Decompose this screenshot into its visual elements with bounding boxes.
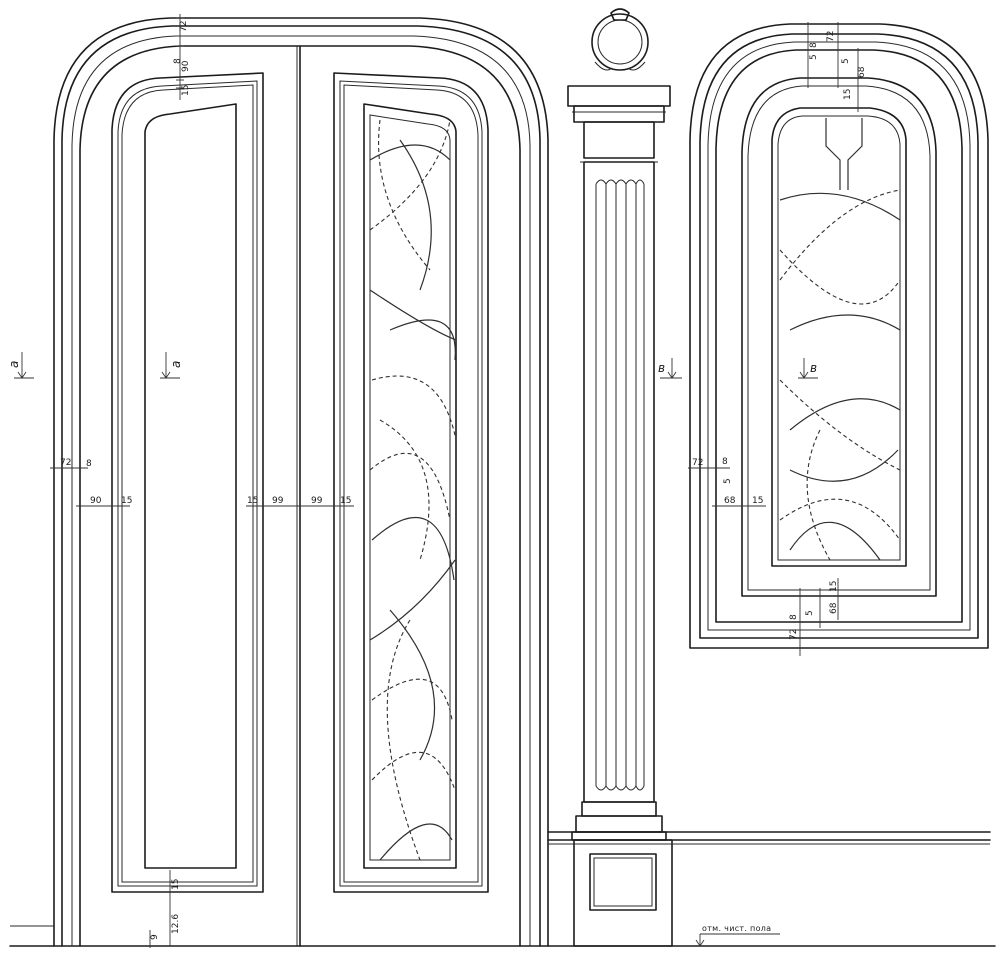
dado-rail [547, 831, 991, 845]
dim-win-side-5: 5 [723, 478, 733, 484]
section-mark-b-left: в [658, 358, 682, 379]
dim-win-top-8: 8 [809, 42, 819, 48]
section-marks: а а в в [7, 352, 818, 379]
floor-level-label: отм. чист. пола [702, 924, 771, 933]
dimension-labels: 72 8 90 15 72 8 90 15 15 99 99 15 15 12.… [60, 21, 867, 940]
dim-door-side-72: 72 [60, 458, 71, 468]
dim-win-top-5b: 5 [841, 58, 851, 64]
dim-win-bottom-68: 68 [829, 602, 839, 614]
dim-door-top-90: 90 [181, 60, 191, 72]
window-unit [689, 23, 989, 649]
dim-win-bottom-15: 15 [829, 581, 839, 592]
dim-door-mid-99-left: 99 [272, 496, 284, 506]
dim-win-top-72: 72 [826, 31, 836, 42]
dim-door-bottom-15: 15 [171, 879, 181, 890]
dim-door-side-90: 90 [90, 496, 102, 506]
door-portal [9, 17, 996, 947]
door-stained-glass [369, 119, 457, 861]
dim-win-bottom-72: 72 [789, 629, 799, 640]
svg-text:а: а [7, 361, 21, 368]
dim-win-bottom-8: 8 [789, 614, 799, 620]
section-mark-a-left: а [7, 352, 34, 379]
dim-win-bottom-5: 5 [805, 610, 815, 616]
floor-level-mark: отм. чист. пола [695, 924, 780, 947]
dim-door-mid-15-left: 15 [247, 496, 258, 506]
section-mark-b-center: в [798, 358, 818, 379]
dim-win-top-68: 68 [857, 66, 867, 78]
dim-win-side-68: 68 [724, 496, 736, 506]
dim-door-top-15: 15 [181, 85, 191, 96]
dim-door-top-72: 72 [179, 21, 189, 32]
dim-door-bottom-126: 12.6 [171, 914, 181, 934]
dim-win-top-15: 15 [843, 89, 853, 100]
pilaster-column [567, 8, 673, 947]
dimension-lines [50, 14, 859, 948]
svg-text:в: в [810, 361, 817, 375]
window-stained-glass [779, 118, 901, 561]
dim-door-top-8: 8 [173, 58, 183, 64]
svg-text:а: а [169, 361, 183, 368]
dim-win-side-15: 15 [752, 496, 763, 506]
dim-win-side-72: 72 [692, 458, 703, 468]
dim-win-side-8: 8 [722, 457, 728, 467]
svg-text:в: в [658, 361, 665, 375]
dim-door-mid-99-right: 99 [311, 496, 323, 506]
dim-door-bottom-9: 9 [150, 934, 160, 940]
dim-door-side-15: 15 [121, 496, 132, 506]
dim-door-side-8: 8 [86, 459, 92, 469]
dim-door-mid-15-right: 15 [340, 496, 351, 506]
section-mark-a-center: а [160, 352, 183, 379]
dim-win-top-5a: 5 [809, 54, 819, 60]
